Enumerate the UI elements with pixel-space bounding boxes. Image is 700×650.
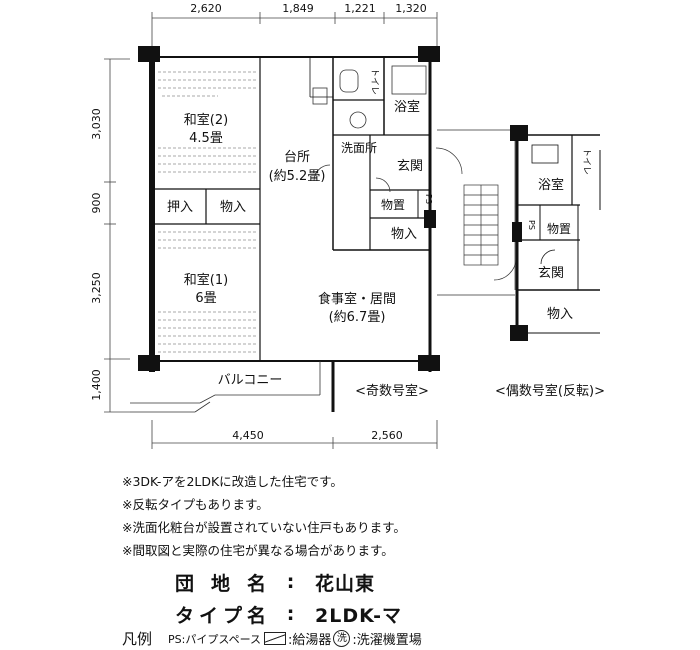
dim-left-2: 900	[90, 193, 103, 214]
danchi-value: 花山東	[315, 572, 376, 595]
type-value: 2LDK-マ	[315, 604, 403, 627]
note-3: ※洗面化粧台が設置されていない住戸もあります。	[122, 520, 406, 535]
room-dining: 食事室・居間	[318, 291, 396, 307]
room-r-monoire: 物入	[547, 307, 573, 322]
balcony-outline	[130, 361, 321, 413]
room-washitsu1: 和室(1)	[184, 272, 228, 288]
dim-top-3: 1,221	[344, 2, 376, 15]
room-monoire2: 物入	[391, 227, 417, 242]
room-balcony: バルコニー	[218, 373, 283, 388]
type-label: タイプ名	[175, 604, 267, 627]
room-genkan: 玄関	[397, 159, 423, 174]
stairwell	[435, 129, 517, 296]
room-washitsu2-size: 4.5畳	[189, 131, 223, 146]
tatami-pattern	[158, 71, 258, 353]
dim-top-2: 1,849	[282, 2, 314, 15]
walls	[149, 48, 437, 372]
floor-plan: 2,620 1,849 1,221 1,320 3,030 900 3,250 …	[90, 2, 605, 449]
note-2: ※反転タイプもあります。	[122, 497, 269, 512]
legend-boiler: :給湯器	[288, 633, 332, 648]
dim-left-4: 1,400	[90, 369, 103, 401]
dim-left-3: 3,250	[90, 272, 103, 304]
dimension-lines	[104, 12, 438, 449]
room-senmen: 洗面所	[341, 141, 377, 155]
room-r-ps: PS	[527, 220, 536, 230]
danchi-row: 団地名 : 花山東	[175, 566, 402, 598]
room-r-bath: 浴室	[538, 177, 564, 193]
room-oshiire: 押入	[167, 200, 193, 215]
caption-even: <偶数号室(反転)>	[495, 383, 605, 399]
note-1: ※3DK-アを2LDKに改造した住宅です。	[122, 474, 343, 489]
room-r-toilet: トイレ	[581, 148, 591, 175]
room-toilet: トイレ	[369, 68, 379, 95]
type-row: タイプ名 : 2LDK-マ	[175, 598, 402, 630]
dim-bottom-2: 2,560	[371, 429, 403, 442]
boiler-icon	[264, 632, 287, 645]
note-4: ※間取図と実際の住宅が異なる場合があります。	[122, 543, 394, 558]
danchi-separator: :	[286, 571, 296, 593]
room-kitchen: 台所	[284, 150, 310, 165]
room-washitsu2: 和室(2)	[184, 112, 228, 128]
danchi-label: 団地名	[175, 572, 267, 595]
room-bath: 浴室	[394, 99, 420, 115]
room-r-monooki: 物置	[547, 222, 571, 236]
legend-title: 凡例	[122, 630, 153, 648]
dim-top-1: 2,620	[190, 2, 222, 15]
room-monoire: 物入	[220, 200, 246, 215]
dim-bottom-1: 4,450	[232, 429, 264, 442]
type-separator: :	[286, 603, 296, 625]
fixtures	[312, 65, 427, 193]
columns	[138, 46, 440, 371]
legend: 凡例 PS:パイプスペース :給湯器 洗 :洗濯機置場	[122, 628, 422, 649]
room-r-genkan: 玄関	[538, 266, 564, 281]
caption-odd: <奇数号室>	[355, 383, 429, 399]
room-ps: PS	[424, 194, 433, 204]
room-kitchen-size: (約5.2畳)	[269, 169, 326, 184]
room-dining-size: (約6.7畳)	[329, 310, 386, 325]
room-monooki: 物置	[381, 198, 405, 212]
legend-ps: PS:パイプスペース	[168, 632, 262, 646]
dim-top-4: 1,320	[395, 2, 427, 15]
dim-left-1: 3,030	[90, 108, 103, 140]
room-washitsu1-size: 6畳	[195, 291, 216, 306]
property-info: 団地名 : 花山東 タイプ名 : 2LDK-マ	[175, 566, 402, 630]
notes: ※3DK-アを2LDKに改造した住宅です。 ※反転タイプもあります。 ※洗面化粧…	[122, 470, 406, 562]
washer-icon: 洗	[333, 630, 351, 647]
legend-washer: :洗濯機置場	[352, 633, 422, 648]
